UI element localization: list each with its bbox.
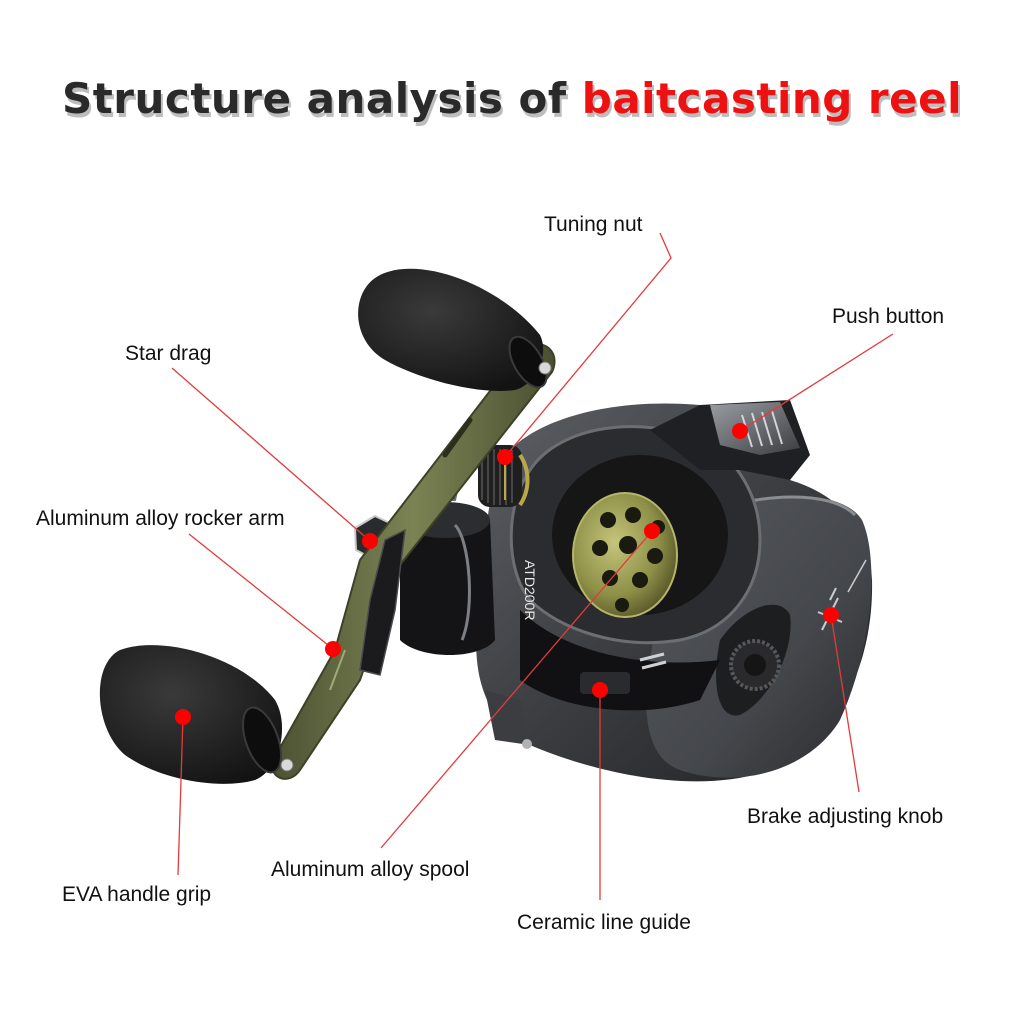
- lower-eva-knob: [99, 645, 294, 784]
- spool: [572, 492, 678, 618]
- title-accent-part: baitcasting reel: [581, 74, 963, 123]
- leader-line-star-drag: [171, 367, 371, 542]
- push-button-shape: [710, 402, 800, 455]
- marker-dot-tuning-nut: [497, 449, 513, 465]
- leader-line-tuning-nut: [504, 232, 672, 458]
- marker-dots: [175, 423, 839, 725]
- reel-foot: [485, 690, 530, 745]
- marker-dot-push-button: [732, 423, 748, 439]
- callout-label-spool: Aluminum alloy spool: [271, 858, 470, 881]
- callout-label-rocker-arm: Aluminum alloy rocker arm: [36, 507, 285, 530]
- callout-label-line-guide: Ceramic line guide: [517, 911, 691, 934]
- callout-label-tuning-nut: Tuning nut: [544, 213, 643, 236]
- leader-line-eva-grip: [177, 716, 184, 876]
- upper-eva-knob: [358, 268, 552, 391]
- line-guide-housing: [520, 610, 720, 711]
- callout-label-brake-knob: Brake adjusting knob: [747, 805, 944, 828]
- leader-lines: [171, 232, 894, 900]
- screw-icon: [522, 739, 532, 749]
- marker-dot-star-drag: [362, 533, 378, 549]
- callout-label-star-drag: Star drag: [125, 342, 212, 365]
- marker-dot-brake-knob: [823, 607, 839, 623]
- handle-side-housing: [400, 508, 495, 655]
- brake-gear-icon: [729, 639, 781, 691]
- marker-dot-spool: [644, 523, 660, 539]
- leader-line-push-button: [739, 333, 894, 432]
- leader-line-rocker-arm: [188, 533, 334, 650]
- marker-dot-eva-grip: [175, 709, 191, 725]
- reel-illustration: ATD200R: [99, 268, 873, 784]
- leader-line-brake-knob: [830, 614, 860, 793]
- model-marking: ATD200R: [522, 560, 538, 620]
- title-dark-part: Structure analysis of: [61, 74, 582, 123]
- leader-line-spool: [380, 530, 653, 849]
- marker-dot-line-guide: [592, 682, 608, 698]
- page-title: Structure analysis of baitcasting reel: [0, 74, 1024, 123]
- marker-dot-rocker-arm: [325, 641, 341, 657]
- callout-label-push-button: Push button: [832, 305, 945, 328]
- callout-label-eva-grip: EVA handle grip: [62, 883, 212, 906]
